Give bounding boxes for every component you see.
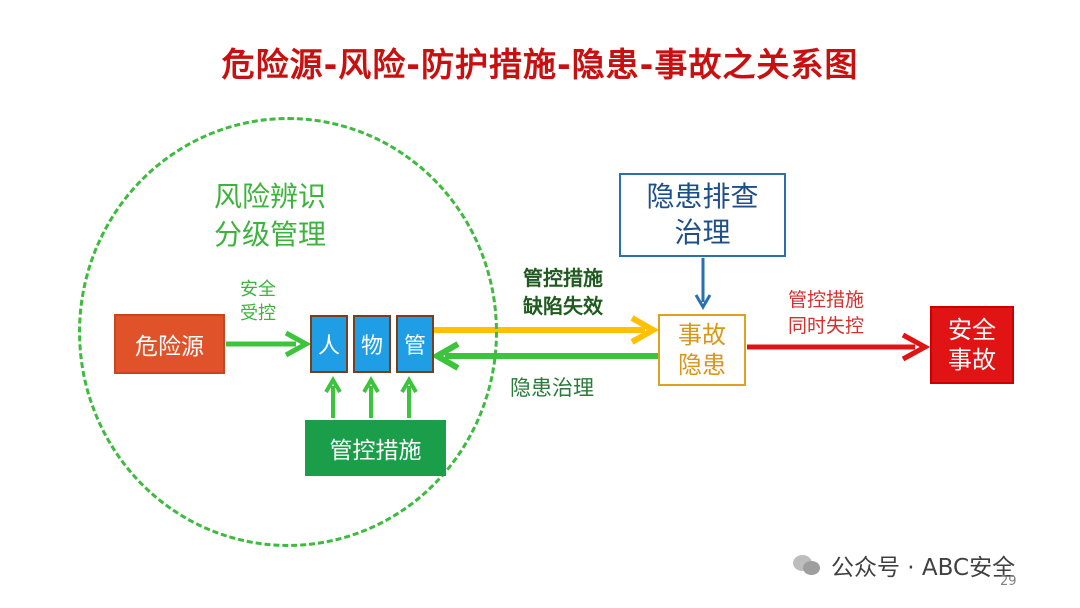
measure-failure-label: 管控措施 缺陷失效 <box>523 266 603 318</box>
watermark-text: 公众号 · ABC安全 <box>831 555 1016 581</box>
safety-accident-box: 安全 事故 <box>930 306 1014 384</box>
hidden-governance-label: 隐患治理 <box>510 376 594 400</box>
risk-identification-label: 风险辨识 分级管理 <box>213 180 326 251</box>
watermark: 公众号 · ABC安全 <box>793 548 1015 582</box>
control-measures-box: 管控措施 <box>305 420 446 476</box>
factor-management-box: 管 <box>396 315 434 373</box>
wechat-icon <box>793 553 823 577</box>
hidden-inspection-box: 隐患排查 治理 <box>619 173 786 257</box>
simultaneous-failure-label: 管控措施 同时失控 <box>787 289 864 337</box>
factor-person-box: 人 <box>310 315 348 373</box>
diagram-title: 危险源-风险-防护措施-隐患-事故之关系图 <box>221 45 859 84</box>
arrowhead-inspection-to-hidden <box>694 294 712 310</box>
arrowhead-factors-to-hidden <box>630 315 660 345</box>
safe-control-label: 安全 受控 <box>240 279 276 324</box>
factor-object-box: 物 <box>353 315 391 373</box>
arrowhead-hidden-to-accident <box>901 332 931 362</box>
hidden-danger-box: 事故 隐患 <box>658 314 746 386</box>
risk-management-circle <box>78 117 498 547</box>
page-number: 29 <box>1000 574 1017 589</box>
hazard-source-box: 危险源 <box>114 314 225 374</box>
